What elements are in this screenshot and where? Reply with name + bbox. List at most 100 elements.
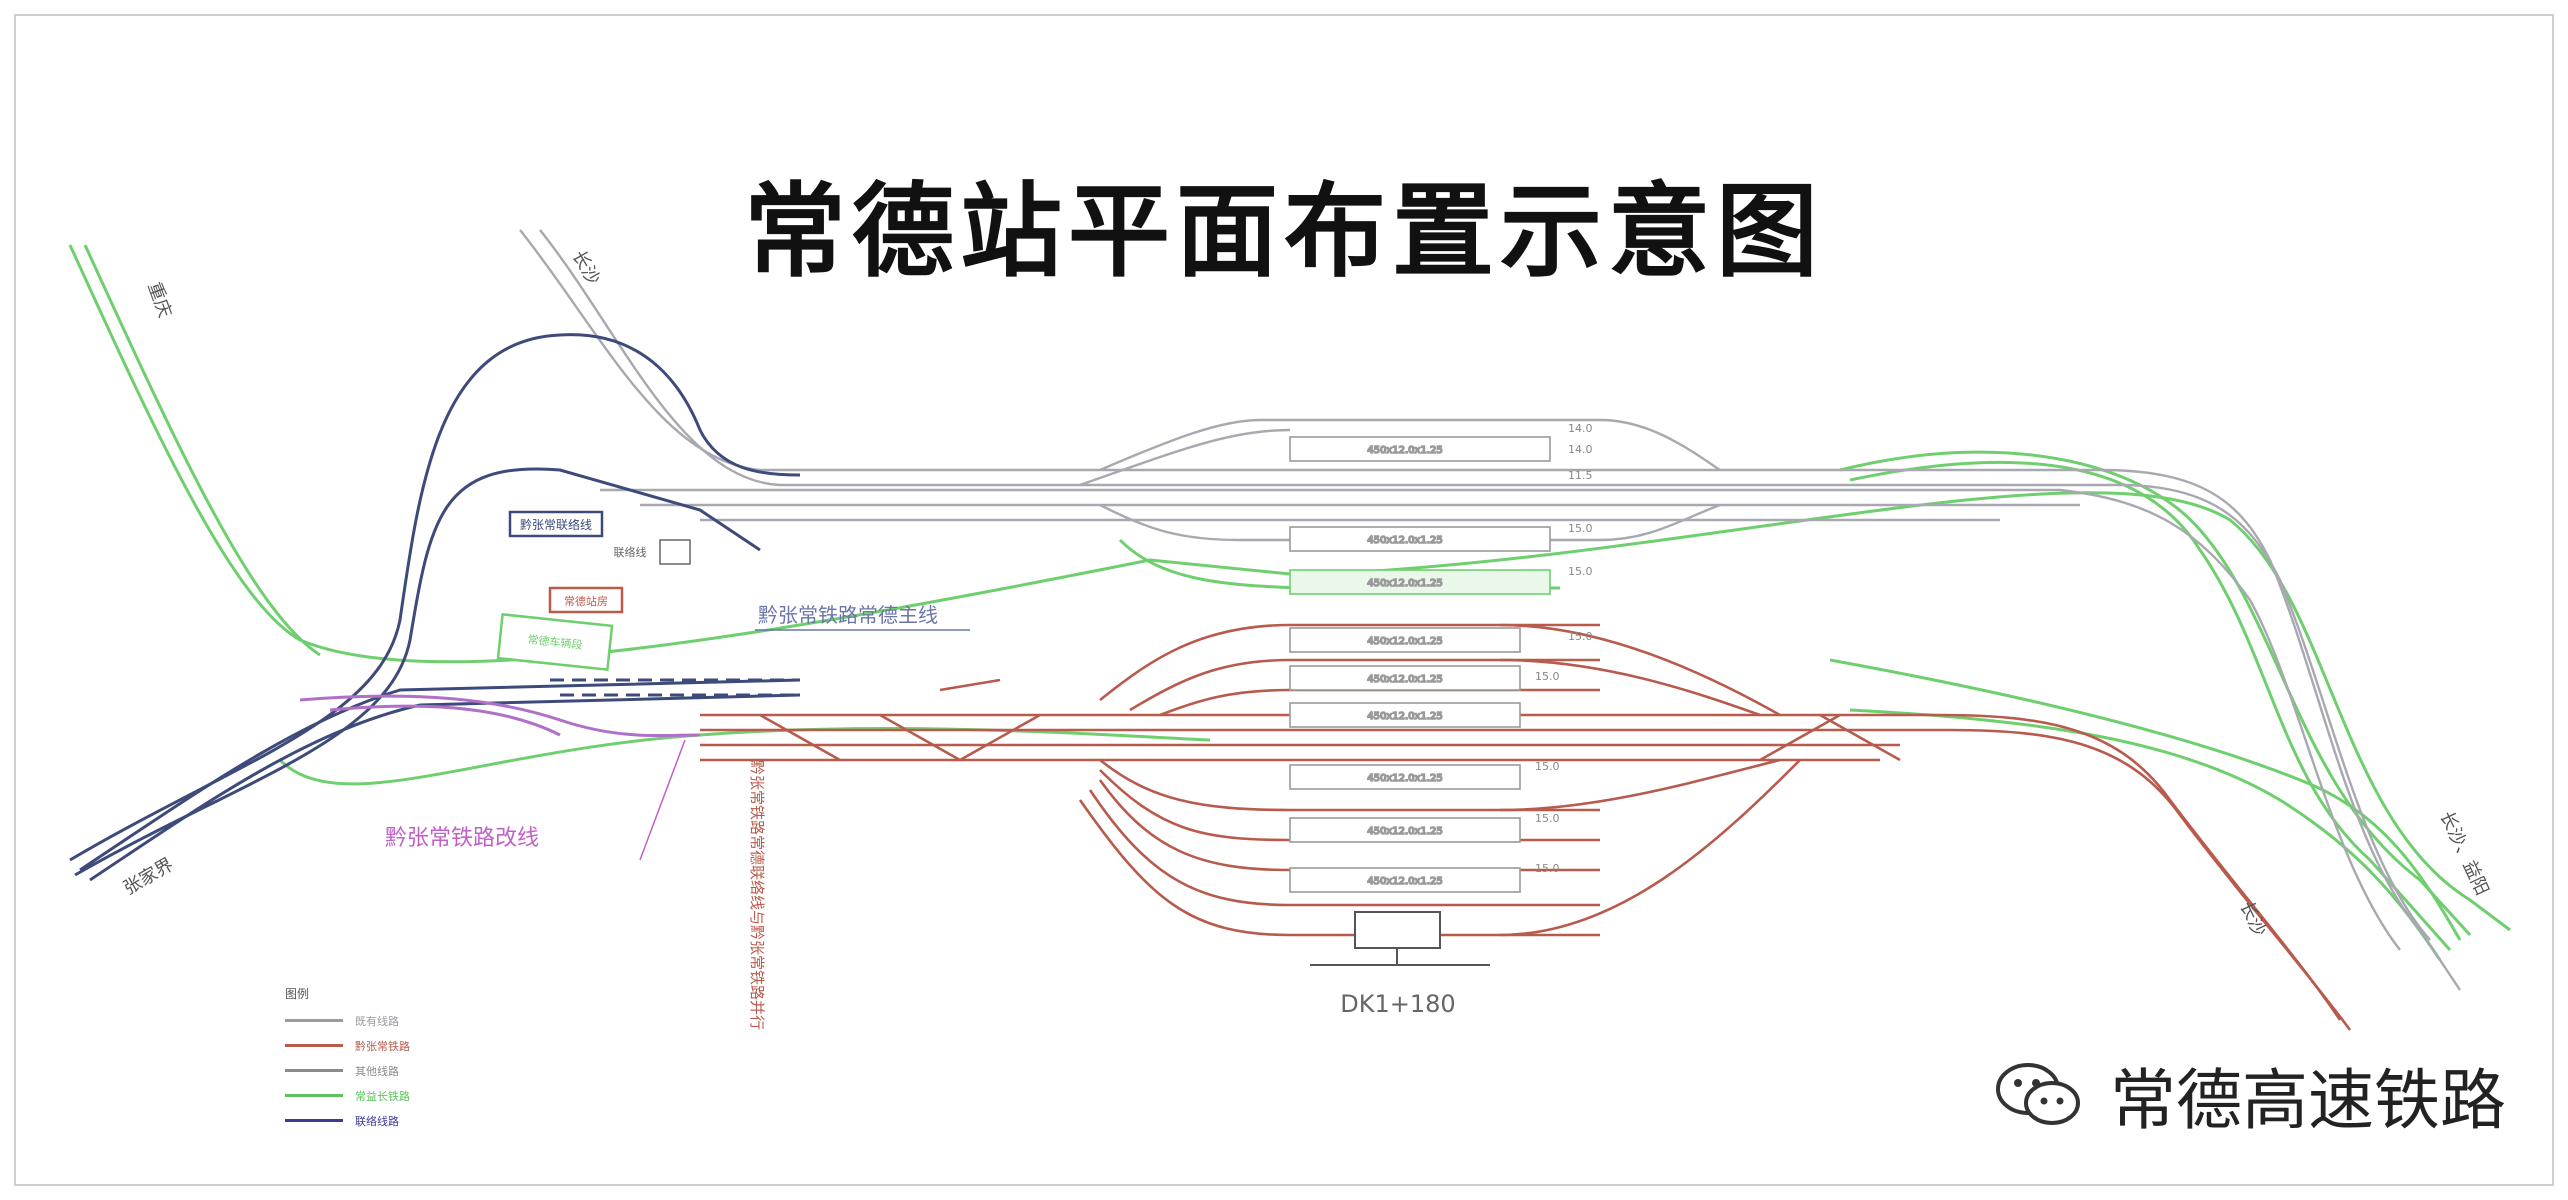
legend-label: 其他线路 [355,1064,399,1078]
direction-bottom-right-2: 长沙、益阳 [2435,808,2492,898]
platform-width-label: 15.0 [1535,862,1560,875]
platform-label: 450x12.0x1.25 [1367,773,1442,784]
red-track-down-east-2 [1499,759,1801,937]
red-track-group [700,623,2352,1031]
red-track-down-1 [1099,758,1600,812]
platform [1289,702,1521,728]
platform-width-label: 15.0 [1568,522,1593,535]
red-track-cross-1 [759,713,841,762]
legend-swatch [285,1019,343,1022]
direction-top-left: 重庆 [143,280,175,321]
green-track-west-2 [83,244,321,657]
blue-track-group [69,333,801,882]
red-track-cross-3 [959,713,1041,762]
green-track-loop [278,727,1211,786]
platform-label: 450x12.0x1.25 [1367,535,1442,546]
wechat-icon [1996,1063,2080,1125]
green-track-east-1 [1839,450,2472,937]
platform [1289,526,1551,552]
legend-label: 常益长铁路 [355,1089,410,1103]
route-b-label: 黔张常铁路改线 [385,826,539,851]
green-track-east-2 [1849,460,2452,951]
red-track-up-2 [1129,658,1600,712]
box-blue [508,510,604,538]
vertical-note: 黔张常铁路常德联络线与黔张常铁路并行 [748,760,766,1030]
platform-width-label: 15.0 [1535,812,1560,825]
platform-label: 450x12.0x1.25 [1367,876,1442,887]
red-track-cross-4 [1759,713,1841,762]
purple-track-1 [299,694,701,738]
legend-item: 联络线路 [285,1108,475,1133]
platform-width-label: 15.0 [1535,670,1560,683]
direction-bottom-right-1: 长沙 [2235,898,2269,940]
platform [1289,436,1551,462]
blue-track-loop [69,333,801,862]
platform-label: 450x12.0x1.25 [1367,445,1442,456]
red-track-cross-2 [879,713,961,762]
red-track-up-3 [1159,688,1600,717]
direction-top-mid: 长沙 [568,247,604,289]
platform-label: 450x12.0x1.25 [1367,674,1442,685]
grey-track-upper-b [1079,428,1291,487]
box-blue-label: 黔张常联络线 [520,517,592,532]
red-track-down-4 [1088,789,1600,907]
platform-width-labels: 14.0 14.0 11.5 15.0 15.0 15.0 15.0 15.0 15.0 15.0 [1535,422,1593,875]
red-track-up-1 [1099,623,1600,702]
red-track-up-east [1499,623,1781,717]
platform-width-label: 15.0 [1568,565,1593,578]
platform-width-label: 15.0 [1568,630,1593,643]
diagram-title: 常德站平面布置示意图 [744,173,1824,292]
platform [1289,817,1521,843]
platform-label: 450x12.0x1.25 [1367,711,1442,722]
green-track-group [68,244,2511,961]
platform-width-label: 14.0 [1568,422,1593,435]
platform [1289,665,1521,691]
blue-track-west-1 [79,678,801,872]
blue-track-loop-2 [74,467,761,877]
watermark: 常德高速铁路 [1990,1040,2506,1150]
grey-track-lower-a [1099,503,1721,542]
platform-width-label: 15.0 [1535,760,1560,773]
red-track-up-east-2 [1499,658,1761,717]
legend-label: 联络线路 [355,1114,399,1128]
small-box [659,539,691,565]
legend-swatch [285,1094,343,1097]
platform [1289,627,1521,653]
box-red-label: 常德站房 [564,594,608,608]
red-track-down-east [1499,758,1781,812]
station-building [1354,911,1441,949]
green-track-east-3 [1829,658,2462,941]
platform-width-label: 11.5 [1568,469,1593,482]
route-b-leader [639,739,686,861]
legend-item: 常益长铁路 [285,1083,475,1108]
route-a-label: 黔张常铁路常德主线 [758,603,938,627]
platform-group: 450x12.0x1.25 450x12.0x1.25 450x12.0x1.25 4… [1289,436,1551,893]
direction-bottom-left: 张家界 [120,854,177,899]
legend-item: 黔张常铁路 [285,1033,475,1058]
box-red [548,586,624,614]
legend-swatch [285,1069,343,1072]
platform-label: 450x12.0x1.25 [1367,578,1442,589]
red-track-spur [939,678,1001,692]
diagram-frame [14,14,2554,1186]
legend-item: 既有线路 [285,1008,475,1033]
blue-track-west-2 [89,693,801,882]
grey-track-upper-a [1099,418,1721,472]
platform [1289,764,1521,790]
grey-track-east-1 [2099,468,2461,991]
legend-label: 既有线路 [355,1014,399,1028]
legend-title: 图例 [285,987,310,1001]
small-box-label: 联络线 [614,545,647,559]
green-track-east-4 [1849,708,2442,961]
watermark-text: 常德高速铁路 [2110,1062,2506,1139]
box-green-label: 常德车辆段 [527,632,583,652]
legend-label: 黔张常铁路 [355,1039,410,1053]
platform-width-label: 14.0 [1568,443,1593,456]
legend-item: 其他线路 [285,1058,475,1083]
purple-track-group [299,694,701,738]
red-track-down-5 [1078,799,1600,937]
platform [1289,569,1551,595]
legend: 图例 既有线路黔张常铁路其他线路常益长铁路联络线路 [285,985,475,1133]
grey-track-east-2 [2119,483,2431,941]
